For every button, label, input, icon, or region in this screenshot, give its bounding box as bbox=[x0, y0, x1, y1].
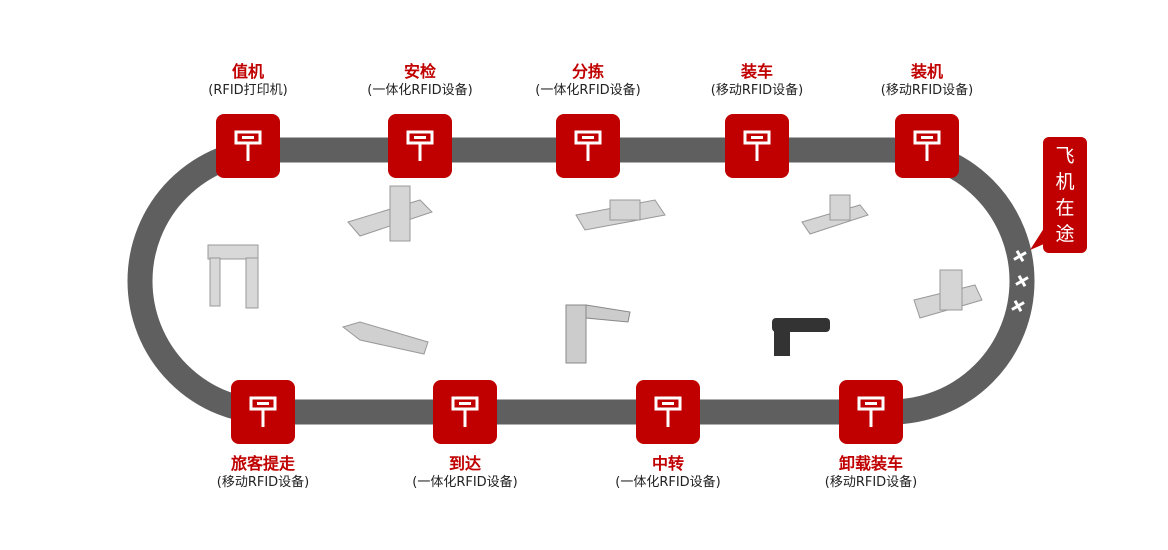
stage-title: 安检 bbox=[403, 62, 436, 81]
stage-title: 装车 bbox=[740, 62, 773, 81]
stage-device: (一体化RFID设备) bbox=[535, 83, 641, 98]
kiosk-device bbox=[565, 304, 631, 364]
mobile-rfid-gun-device bbox=[772, 318, 830, 356]
stage-device: (移动RFID设备) bbox=[710, 83, 804, 98]
rfid-tag-icon bbox=[556, 114, 620, 178]
stage-device: (RFID打印机) bbox=[208, 83, 288, 98]
stage-truck-loading: 装车 (移动RFID设备) bbox=[687, 62, 827, 100]
rfid-tag-icon bbox=[839, 380, 903, 444]
stage-title: 装机 bbox=[910, 62, 943, 81]
stage-transfer: 中转 (一体化RFID设备) bbox=[598, 454, 738, 492]
loading-scanner-device bbox=[801, 194, 869, 235]
stage-title: 旅客提走 bbox=[230, 454, 295, 473]
stage-title: 分拣 bbox=[571, 62, 604, 81]
stage-device: (一体化RFID设备) bbox=[615, 475, 721, 490]
stage-arrival: 到达 (一体化RFID设备) bbox=[395, 454, 535, 492]
stage-checkin: 值机 (RFID打印机) bbox=[178, 62, 318, 100]
handheld-reader-device bbox=[341, 321, 429, 355]
stage-title: 值机 bbox=[231, 62, 264, 81]
stage-aircraft-loading: 装机 (移动RFID设备) bbox=[857, 62, 997, 100]
sorting-scanner-device bbox=[575, 199, 666, 231]
rfid-tag-icon bbox=[231, 380, 295, 444]
stage-unloading: 卸载装车 (移动RFID设备) bbox=[801, 454, 941, 492]
rfid-tag-icon bbox=[216, 114, 280, 178]
rfid-tag-icon bbox=[388, 114, 452, 178]
in-flight-callout: 飞机在途 bbox=[1043, 137, 1087, 253]
stage-title: 卸载装车 bbox=[838, 454, 903, 473]
rfid-tag-icon bbox=[725, 114, 789, 178]
stage-passenger-pickup: 旅客提走 (移动RFID设备) bbox=[193, 454, 333, 492]
airplane-icons bbox=[1011, 250, 1029, 312]
rfid-tag-icon bbox=[433, 380, 497, 444]
aircraft-loading-scanner-device bbox=[913, 269, 983, 319]
stage-sorting: 分拣 (一体化RFID设备) bbox=[518, 62, 658, 100]
stage-device: (移动RFID设备) bbox=[216, 475, 310, 490]
security-scanner-device bbox=[347, 185, 433, 242]
stage-title: 到达 bbox=[448, 454, 481, 473]
stage-title: 中转 bbox=[651, 454, 684, 473]
rfid-tag-icon bbox=[636, 380, 700, 444]
rfid-tag-icon bbox=[895, 114, 959, 178]
stage-device: (移动RFID设备) bbox=[824, 475, 918, 490]
stage-security: 安检 (一体化RFID设备) bbox=[350, 62, 490, 100]
stage-device: (一体化RFID设备) bbox=[367, 83, 473, 98]
stage-device: (一体化RFID设备) bbox=[412, 475, 518, 490]
stage-device: (移动RFID设备) bbox=[880, 83, 974, 98]
rfid-printer-gate-device bbox=[207, 244, 259, 309]
